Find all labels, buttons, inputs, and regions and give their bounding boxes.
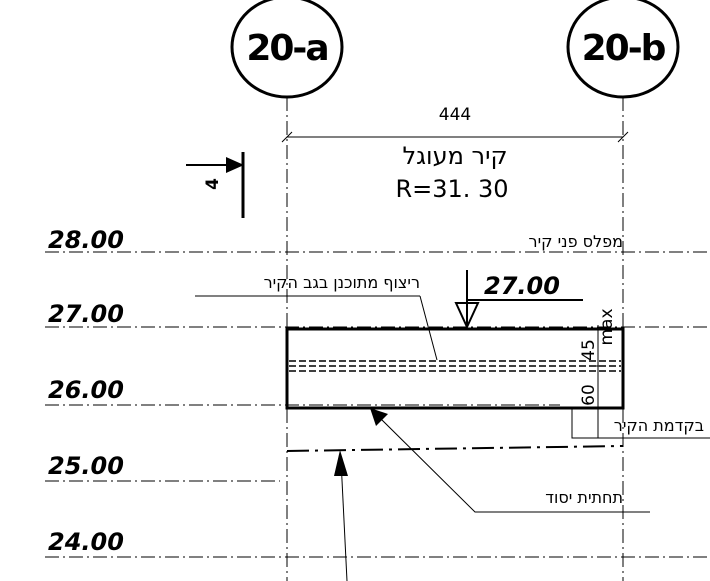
grid-bubble-20a: 20-a	[230, 0, 344, 99]
grid-bubble-20b: 20-b	[566, 0, 680, 99]
dim-60: 60	[579, 384, 599, 406]
wall-radius: R=31. 30	[395, 175, 508, 203]
footing-line	[286, 445, 624, 452]
level-label-24: 24.00	[48, 528, 124, 556]
wall-front-note-text: בקדמת הקיר	[614, 416, 704, 435]
top-elevation-marker: 27.00	[454, 270, 583, 330]
level-label-28: 28.00	[48, 226, 124, 254]
wall-front-note: בקדמת הקיר	[571, 405, 710, 439]
wall-name: קיר מעוגל	[403, 142, 508, 170]
dim-max: max	[597, 308, 617, 345]
dim-45: 45	[579, 339, 599, 361]
footing-note-text: תחתית יסוד	[545, 488, 623, 507]
footing-note: תחתית יסוד	[370, 408, 650, 513]
top-elevation-text: 27.00	[484, 272, 560, 300]
paving-note: ריצוף מתוכנן בגב הקיר	[195, 273, 438, 361]
wall-section	[285, 327, 625, 410]
grid-label-20b: 20-b	[582, 28, 666, 69]
dimension-text: 444	[439, 105, 471, 125]
dimension-444: 444	[281, 105, 629, 143]
paving-note-text: ריצוף מתוכנן בגב הקיר	[264, 273, 420, 292]
level-label-26: 26.00	[48, 376, 124, 404]
grid-label-20a: 20-a	[246, 28, 327, 69]
level-label-27: 27.00	[48, 300, 124, 328]
bottom-leader-arrow	[334, 450, 348, 581]
level-label-25: 25.00	[48, 452, 124, 480]
section-mark-label: 4	[203, 178, 223, 190]
section-dimensions: 60 45 max	[579, 308, 617, 410]
section-mark: 4	[186, 152, 245, 218]
face-plan-note: מפלס פני קיר	[529, 232, 623, 251]
